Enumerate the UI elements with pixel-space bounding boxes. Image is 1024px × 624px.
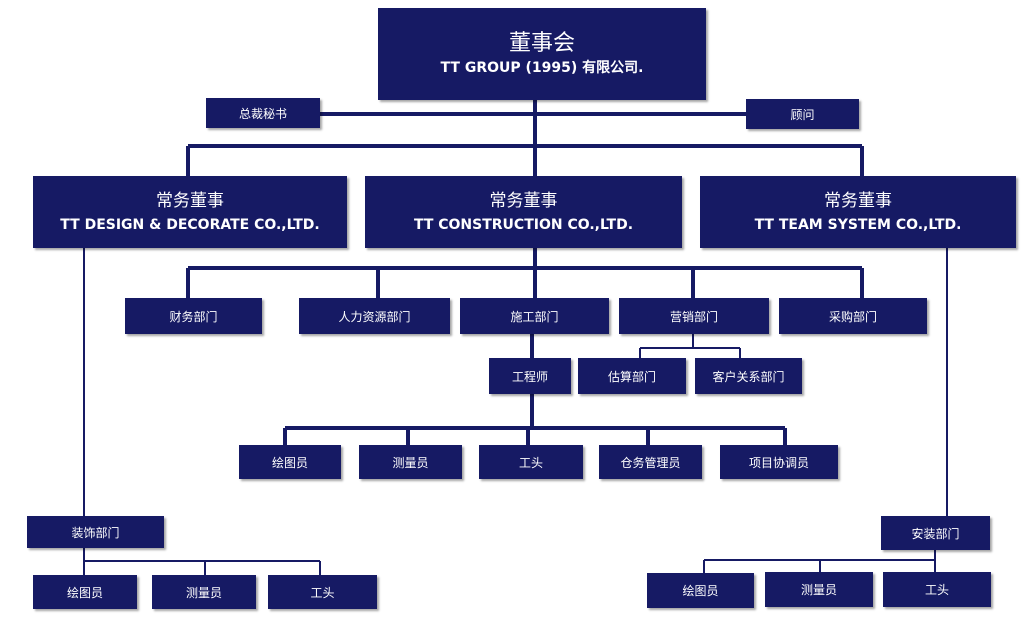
board-subtitle: TT GROUP (1995) 有限公司. (440, 60, 644, 76)
dept-hr: 人力资源部门 (299, 298, 450, 334)
director-company: TT CONSTRUCTION CO.,LTD. (413, 216, 634, 233)
design-staff-surveyor: 测量员 (152, 575, 256, 609)
team-staff-foreman: 工头 (883, 572, 991, 607)
staff-warehouse: 仓务管理员 (599, 445, 702, 479)
dept-decoration: 装饰部门 (27, 516, 164, 548)
design-staff-drafter: 绘图员 (33, 575, 137, 609)
staff-surveyor: 测量员 (359, 445, 462, 479)
staff-drafter: 绘图员 (239, 445, 341, 479)
director-design-box: 常务董事 TT DESIGN & DECORATE CO.,LTD. (33, 176, 347, 248)
board-box: 董事会 TT GROUP (1995) 有限公司. (378, 8, 706, 100)
board-title: 董事会 (508, 31, 575, 56)
director-title: 常务董事 (489, 190, 558, 211)
dept-finance: 财务部门 (125, 298, 262, 334)
director-company: TT DESIGN & DECORATE CO.,LTD. (60, 216, 320, 233)
engineer-box: 工程师 (489, 358, 571, 394)
dept-installation: 安装部门 (881, 516, 990, 550)
director-company: TT TEAM SYSTEM CO.,LTD. (754, 216, 962, 233)
dept-estimation: 估算部门 (578, 358, 686, 394)
design-staff-foreman: 工头 (268, 575, 377, 609)
advisor-box: 顾问 (746, 99, 859, 129)
secretary-box: 总裁秘书 (206, 98, 320, 128)
director-title: 常务董事 (824, 190, 892, 211)
director-team-box: 常务董事 TT TEAM SYSTEM CO.,LTD. (700, 176, 1016, 248)
director-construction-box: 常务董事 TT CONSTRUCTION CO.,LTD. (365, 176, 682, 248)
dept-customer-relations: 客户关系部门 (695, 358, 802, 394)
team-staff-surveyor: 测量员 (765, 572, 873, 607)
dept-marketing: 营销部门 (619, 298, 769, 334)
staff-coordinator: 项目协调员 (720, 445, 838, 479)
staff-foreman: 工头 (479, 445, 583, 479)
team-staff-drafter: 绘图员 (647, 573, 754, 608)
director-title: 常务董事 (156, 190, 224, 211)
dept-construction: 施工部门 (460, 298, 609, 334)
dept-purchasing: 采购部门 (779, 298, 927, 334)
